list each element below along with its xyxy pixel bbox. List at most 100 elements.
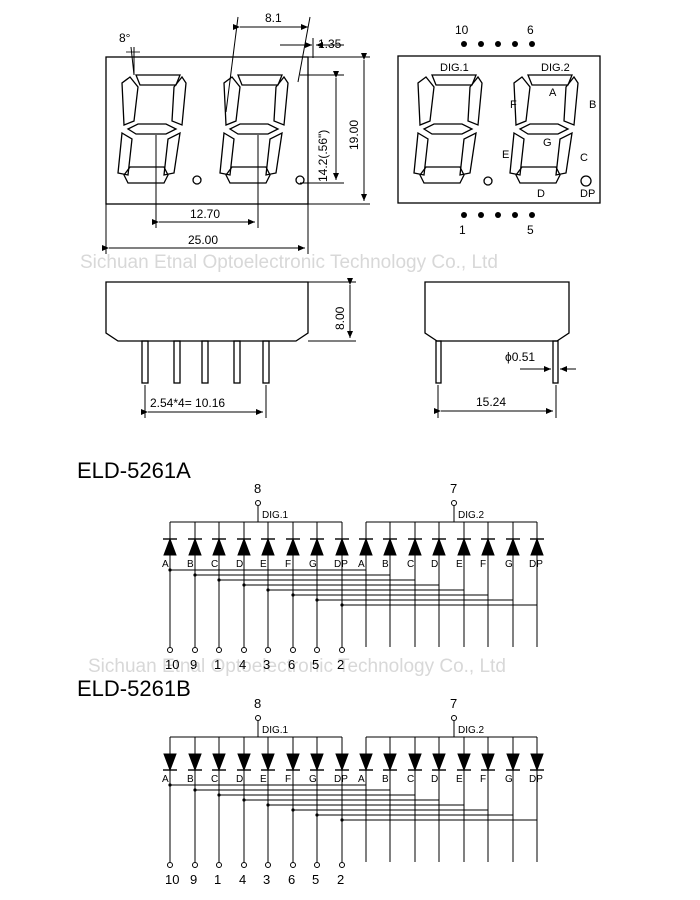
junction-dot — [340, 818, 344, 822]
pin-label-1: 1 — [459, 223, 466, 237]
digit-spacing-label: 12.70 — [190, 207, 220, 221]
segment-label: A — [162, 774, 169, 785]
pin-number: 1 — [214, 657, 221, 672]
circuit-b-title: ELD-5261B — [77, 676, 191, 701]
common-pin-8-label: 8 — [254, 696, 261, 711]
pin-label-5: 5 — [527, 223, 534, 237]
led-diode — [457, 753, 471, 772]
segment-label: D — [431, 559, 438, 570]
pin-number: 6 — [288, 657, 295, 672]
led-diode — [530, 537, 544, 556]
junction-dot — [266, 803, 270, 807]
pin-terminal — [192, 647, 198, 653]
segment-label: F — [480, 559, 486, 570]
pin-terminal — [314, 862, 320, 868]
depth-label: 8.00 — [333, 306, 347, 330]
segment-label: E — [456, 559, 463, 570]
led-diode — [506, 753, 520, 772]
pin-number: 9 — [190, 872, 197, 887]
pin-pitch-label: 2.54*4= 10.16 — [150, 396, 225, 410]
front-view — [102, 16, 370, 254]
led-diode — [163, 753, 177, 772]
segment-label: A — [358, 559, 365, 570]
pin-terminal — [241, 647, 247, 653]
pin-label-10: 10 — [455, 23, 469, 37]
pin-terminal — [216, 862, 222, 868]
watermark: Sichuan Etnal Optoelectronic Technology … — [88, 656, 506, 677]
pin-number: 5 — [312, 657, 319, 672]
led-diode — [335, 537, 349, 556]
junction-dot — [315, 598, 319, 602]
segment-label: DP — [334, 774, 348, 785]
segment-label: E — [260, 559, 267, 570]
seg-digit-1-outline — [413, 74, 483, 184]
led-diode — [261, 537, 275, 556]
pin-terminal — [167, 647, 173, 653]
side-body — [105, 281, 309, 342]
width-label: 25.00 — [188, 233, 218, 247]
junction-dot — [168, 568, 172, 572]
digit-1-outline — [117, 74, 187, 184]
segment-label: DP — [529, 774, 543, 785]
pitch-label: 8.1 — [265, 11, 282, 25]
side-view-left — [105, 278, 356, 418]
led-diode — [359, 537, 373, 556]
pin-terminal — [290, 862, 296, 868]
pin-number: 1 — [214, 872, 221, 887]
common-pin-8-terminal — [255, 500, 261, 506]
common-pin-7-terminal — [451, 500, 457, 506]
junction-dot — [291, 593, 295, 597]
led-diode — [359, 753, 373, 772]
segment-label: F — [480, 774, 486, 785]
pin-number: 3 — [263, 657, 270, 672]
led-diode — [408, 537, 422, 556]
common-pin-8-terminal — [255, 715, 261, 721]
junction-dot — [217, 793, 221, 797]
seg-d-label: D — [537, 188, 545, 200]
segment-label: A — [358, 774, 365, 785]
led-diode — [383, 537, 397, 556]
segment-label: C — [211, 559, 218, 570]
pin-dots-bottom — [461, 212, 535, 218]
angle-label: 8° — [119, 31, 131, 45]
pin-number: 2 — [337, 657, 344, 672]
pin-number: 4 — [239, 872, 246, 887]
segment-label: DP — [334, 559, 348, 570]
segment-label: C — [407, 559, 414, 570]
pin-number: 10 — [165, 872, 179, 887]
segment-label: B — [187, 774, 194, 785]
led-diode — [212, 537, 226, 556]
digit-height-label: 14.2(.56") — [316, 130, 330, 182]
led-diode — [188, 753, 202, 772]
common-pin-8-label: 8 — [254, 481, 261, 496]
digit-2-outline — [219, 74, 289, 184]
segment-label: G — [309, 559, 317, 570]
pin-terminal — [339, 647, 345, 653]
dig2-label: DIG.2 — [541, 62, 570, 74]
pin-number: 6 — [288, 872, 295, 887]
led-diode — [310, 753, 324, 772]
seg-dp-label: DP — [580, 188, 595, 200]
segment-label: G — [505, 559, 513, 570]
seg-f-label: F — [510, 99, 517, 111]
watermark: Sichuan Etnal Optoelectronic Technology … — [80, 252, 498, 273]
segment-view-body — [397, 55, 601, 204]
common-pin-7-label: 7 — [450, 481, 457, 496]
segment-label: C — [211, 774, 218, 785]
height-label: 19.00 — [347, 120, 361, 150]
segment-view — [397, 55, 601, 204]
junction-dot — [242, 583, 246, 587]
pin-number: 2 — [337, 872, 344, 887]
end-body — [424, 281, 570, 342]
led-diode — [163, 537, 177, 556]
offset-label: 1.35 — [318, 37, 342, 51]
led-diode — [481, 753, 495, 772]
junction-dot — [242, 798, 246, 802]
segment-label: C — [407, 774, 414, 785]
pin-terminal — [192, 862, 198, 868]
led-diode — [432, 753, 446, 772]
dig1-label: DIG.1 — [262, 725, 289, 736]
segment-label: D — [236, 559, 243, 570]
